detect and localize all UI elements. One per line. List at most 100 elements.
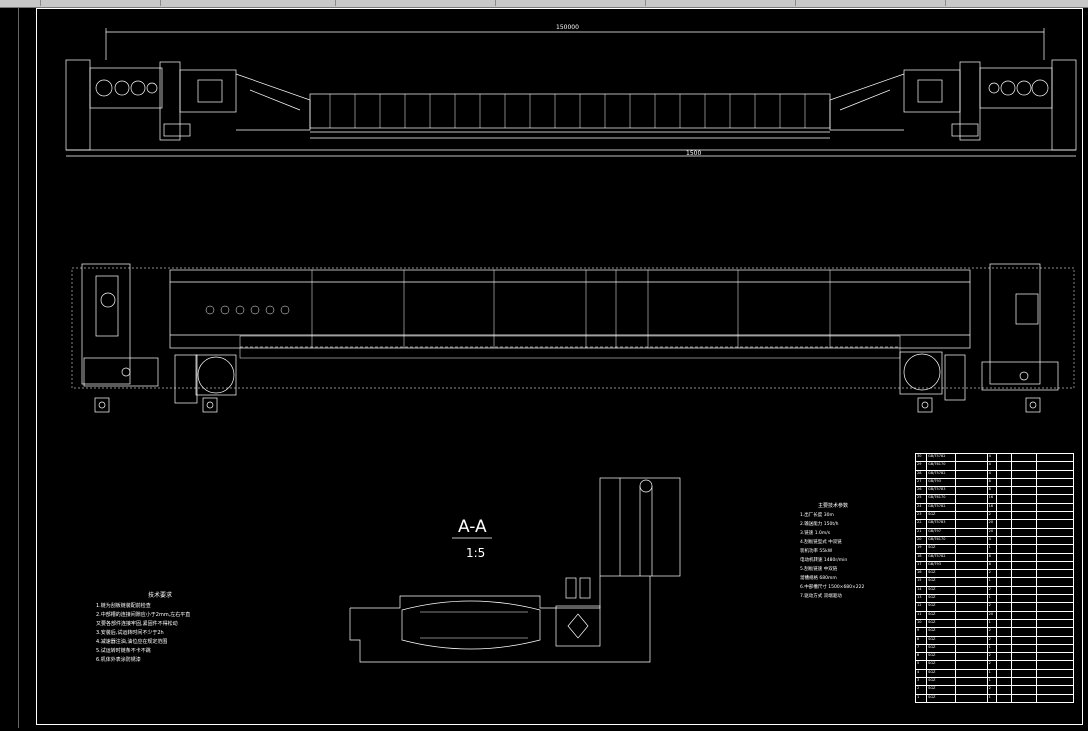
bom-cell: 2 [988, 653, 997, 661]
bom-cell: 8 [988, 478, 997, 487]
window-tab-strip[interactable] [0, 0, 1088, 8]
tab-2[interactable] [40, 0, 161, 6]
bom-cell [1037, 619, 1075, 628]
bom-cell: SGZ [927, 570, 957, 578]
technical-parameters: 主要技术参数 1.出厂长度 30m 2.输送能力 150t/h 3.链速 1.0… [800, 502, 900, 601]
bom-cell [997, 536, 1012, 545]
bom-cell [1037, 470, 1075, 478]
bom-cell: GB/T6170 [927, 462, 957, 470]
bom-cell [956, 528, 988, 536]
bom-cell [1037, 694, 1075, 702]
bom-cell [997, 595, 1012, 603]
bom-cell [956, 487, 988, 495]
bom-cell [956, 536, 988, 545]
bom-cell: SGZ [927, 545, 957, 553]
bom-cell: 1 [988, 694, 997, 702]
bom-cell [956, 628, 988, 636]
bom-cell [1012, 669, 1038, 678]
bom-cell: 8 [916, 636, 928, 644]
bom-cell [1037, 462, 1075, 470]
bom-cell [1037, 528, 1075, 536]
bom-cell [1012, 644, 1038, 653]
note-line: 又要各部件连接牢固,紧固件不得松动 [96, 621, 178, 627]
bom-cell: SGZ [927, 636, 957, 644]
bom-cell: SGZ [927, 686, 957, 694]
bom-cell [956, 520, 988, 528]
bom-cell [956, 470, 988, 478]
bom-cell [997, 653, 1012, 661]
bom-cell [997, 528, 1012, 536]
bom-cell: 8 [988, 553, 997, 561]
bom-cell: SGZ [927, 603, 957, 611]
bom-cell: GB/T5783 [927, 520, 957, 528]
bom-cell: SGZ [927, 578, 957, 586]
bom-cell [1037, 595, 1075, 603]
bom-cell: SGZ [927, 669, 957, 678]
bom-cell [956, 686, 988, 694]
bom-cell: 2 [916, 686, 928, 694]
bom-cell: SGZ [927, 653, 957, 661]
bom-cell [1012, 561, 1038, 570]
bom-cell: SGZ [927, 595, 957, 603]
bom-cell: 24 [916, 503, 928, 512]
param-line: 4.刮板链型式 中双链 [800, 540, 842, 545]
right-reducer-plan [981, 361, 1059, 391]
bom-cell: 16 [988, 503, 997, 512]
tab-6[interactable] [645, 0, 796, 6]
bom-cell: SGZ [927, 678, 957, 686]
tab-1[interactable] [0, 0, 41, 6]
bom-cell: SGZ [927, 694, 957, 702]
left-reducer-plan [83, 357, 159, 387]
segment-dimension-label: 1500 [686, 150, 702, 157]
bom-cell: 16 [988, 495, 997, 503]
bom-cell: GB/T5782 [927, 470, 957, 478]
bom-cell: 2 [988, 586, 997, 595]
tab-7[interactable] [795, 0, 946, 6]
bom-cell [997, 512, 1012, 520]
bom-cell: 7 [916, 644, 928, 653]
bom-cell [1012, 595, 1038, 603]
bom-cell: SGZ [927, 586, 957, 595]
bom-cell: SGZ [927, 611, 957, 619]
tab-4[interactable] [335, 0, 496, 6]
bom-cell [956, 678, 988, 686]
bom-cell [997, 470, 1012, 478]
bom-cell [997, 561, 1012, 570]
note-line: 3.安装后,试运转时间不少于2h [96, 630, 164, 636]
bom-cell [997, 636, 1012, 644]
bom-cell: SGZ [927, 512, 957, 520]
bom-cell: 1 [988, 619, 997, 628]
bom-cell [997, 694, 1012, 702]
bom-cell [1037, 512, 1075, 520]
elevation-view [65, 28, 1077, 157]
bom-cell: 10 [916, 619, 928, 628]
note-line: 5.试运转时链条不卡不跳 [96, 648, 151, 654]
note-line: 1.链为刮板链装配前检查 [96, 603, 151, 609]
overall-dimension-label: 150000 [556, 24, 579, 31]
params-title: 主要技术参数 [818, 503, 849, 509]
tab-3[interactable] [160, 0, 336, 6]
bom-cell [1012, 528, 1038, 536]
right-motor-plan [899, 351, 943, 395]
bom-cell [997, 586, 1012, 595]
bom-cell: 2 [988, 628, 997, 636]
bom-cell [997, 545, 1012, 553]
bom-cell [1037, 495, 1075, 503]
bom-cell [956, 644, 988, 653]
tab-5[interactable] [495, 0, 646, 6]
